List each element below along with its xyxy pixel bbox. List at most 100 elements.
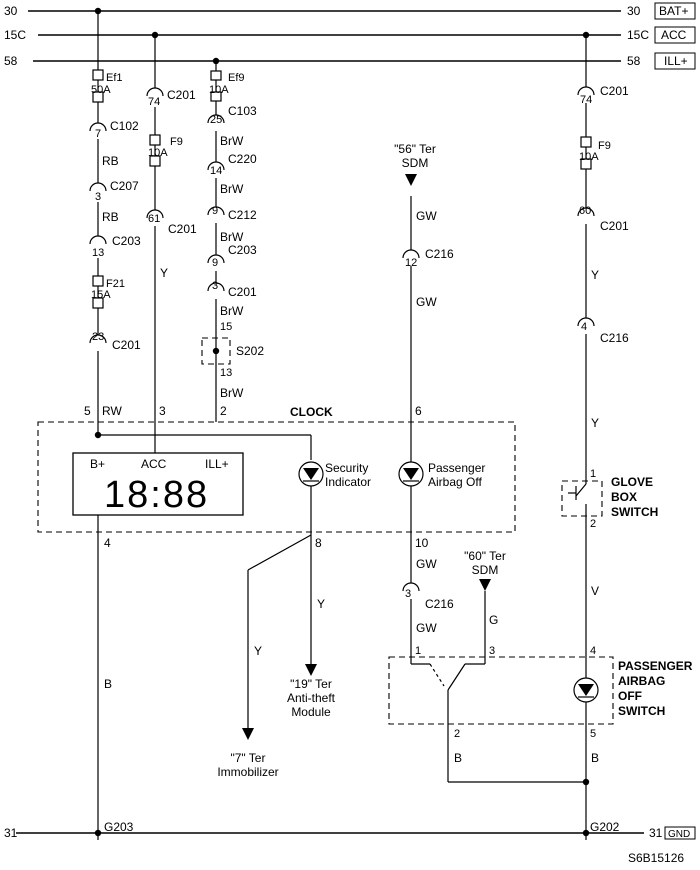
fuse-ef1-name: Ef1 (106, 72, 123, 84)
c201-pin-74: 74 (148, 96, 160, 108)
right-c201-pin-74: 74 (580, 94, 592, 106)
wire-b-left: B (104, 677, 112, 691)
c201-pin-23: 23 (92, 331, 104, 343)
clock-label-ill: ILL+ (205, 457, 229, 471)
c216-label-sdm56: C216 (425, 247, 454, 261)
right-c216-label: C216 (600, 331, 629, 345)
lower-wire-gw2: GW (416, 621, 437, 635)
clock-module: CLOCK 5 RW 3 2 6 B+ ACC ILL+ 18:88 Secur… (37, 404, 516, 583)
rail-bat: 30 30 BAT+ (4, 2, 696, 20)
c216-pin-3: 3 (405, 588, 411, 600)
c201-pin-61: 61 (148, 213, 160, 225)
wire-brw-3: BrW (220, 230, 244, 244)
sdm56-wire-gw1: GW (416, 209, 437, 223)
wire-brw-2: BrW (220, 182, 244, 196)
wire-rb-2: RB (102, 210, 119, 224)
c102-label: C102 (110, 119, 139, 133)
rail-gnd-tag: GND (668, 829, 690, 840)
right-column: 74 C201 F9 10A 60 C201 Y 4 C216 Y 1 2 GL… (561, 35, 658, 657)
c207-label: C207 (110, 179, 139, 193)
anti-theft-arrow-icon (305, 664, 317, 676)
pabs-title-4: SWITCH (618, 704, 665, 718)
fuse-f9-name: F9 (170, 136, 183, 148)
rail-ill-left-num: 58 (4, 54, 18, 68)
clock-pin-10: 10 (415, 536, 429, 550)
c203-pin: 13 (92, 247, 104, 259)
anti-theft-line2: Anti-theft (287, 691, 336, 705)
clock-pin-2: 2 (220, 404, 227, 418)
right-c201-label-b: C201 (600, 219, 629, 233)
pabs-pin-5: 5 (590, 728, 596, 740)
lower-wire-g: G (489, 613, 498, 627)
clock-pin-5: 5 (84, 404, 91, 418)
passenger-airbag-line1: Passenger (428, 461, 485, 475)
sdm56-line1: "56" Ter (394, 142, 436, 156)
fuse-ef1-rating: 50A (91, 84, 111, 96)
fuse-ef9-rating: 10A (209, 84, 229, 96)
right-wire-y2: Y (591, 416, 599, 430)
glove-box-title-3: SWITCH (611, 505, 658, 519)
sdm56-arrow-icon (405, 174, 417, 186)
clock-label-acc: ACC (141, 457, 167, 471)
rail-acc-left-num: 15C (4, 28, 26, 42)
wire-brw-5: BrW (220, 386, 244, 400)
right-fuse-f9-rating: 10A (579, 151, 599, 163)
figure-id: S6B15126 (628, 851, 684, 865)
c216-pin-12: 12 (405, 257, 417, 269)
fuse-f21-rating: 15A (91, 289, 111, 301)
right-c201-pin-60: 60 (579, 205, 591, 217)
rail-ill-tag: ILL+ (664, 54, 688, 68)
immobilizer-line1: "7" Ter (231, 751, 266, 765)
clock-pin-6: 6 (415, 404, 422, 418)
right-c216-pin-4: 4 (581, 321, 587, 333)
pabs-pin-2: 2 (454, 728, 460, 740)
right-c201-label-a: C201 (600, 84, 629, 98)
clock-label-b: B+ (90, 457, 105, 471)
pabs-title-1: PASSENGER (618, 659, 693, 673)
c216-label-lower: C216 (425, 597, 454, 611)
security-indicator-line1: Security (325, 461, 368, 475)
column-ill: Ef9 10A 25 C103 BrW 14 C220 BrW 9 C212 B… (201, 61, 264, 422)
fuse-ef9-name: Ef9 (228, 72, 245, 84)
rail-bat-left-num: 30 (4, 4, 18, 18)
c201-pin-3: 3 (212, 280, 218, 292)
rail-bat-tag: BAT+ (659, 4, 688, 18)
ground-g202: G202 (590, 820, 620, 834)
c203-pin-col3: 9 (212, 257, 218, 269)
c220-label: C220 (228, 152, 257, 166)
s202-top-pin: 15 (220, 321, 232, 333)
passenger-airbag-off-switch: 1 3 4 2 B 5 B PASSENGER AIRBAG OFF SWITC… (388, 645, 693, 840)
glove-box-title-2: BOX (611, 490, 637, 504)
c212-label: C212 (228, 208, 257, 222)
c201-label-col2b: C201 (168, 222, 197, 236)
sdm56-wire-gw2: GW (416, 295, 437, 309)
rail-gnd-right-num: 31 (649, 826, 663, 840)
sdm56-column: "56" Ter SDM GW 12 C216 GW (394, 142, 454, 422)
pabs-pin-1: 1 (415, 645, 421, 657)
c201-label-col1: C201 (112, 338, 141, 352)
rail-acc-tag: ACC (661, 28, 687, 42)
c102-pin: 7 (95, 128, 101, 140)
pabs-pin-4: 4 (590, 645, 596, 657)
anti-theft-line1: "19" Ter (290, 677, 332, 691)
lower-wire-gw1: GW (416, 557, 437, 571)
right-wire-v: V (591, 584, 599, 598)
c220-pin: 14 (210, 165, 222, 177)
wire-brw-4: BrW (220, 304, 244, 318)
pabs-title-3: OFF (618, 689, 642, 703)
clock-digital-readout: 18:88 (104, 474, 209, 516)
security-indicator-line2: Indicator (325, 475, 371, 489)
rail-gnd: 31 31 GND (4, 826, 696, 840)
clock-pin5-wire: RW (102, 404, 122, 418)
anti-theft-line3: Module (291, 705, 331, 719)
glove-box-switch-body (561, 480, 603, 517)
passenger-airbag-line2: Airbag Off (428, 475, 482, 489)
lower-wire-b: B (454, 751, 462, 765)
column-bat: Ef1 50A 7 C102 RB 3 C207 RB 13 C203 F21 … (89, 11, 141, 435)
sdm60-line1: "60" Ter (464, 549, 506, 563)
rail-bat-right-num: 30 (627, 4, 641, 18)
sdm56-line2: SDM (402, 156, 429, 170)
s202-bottom-pin: 13 (220, 367, 232, 379)
clock-title: CLOCK (290, 405, 333, 419)
